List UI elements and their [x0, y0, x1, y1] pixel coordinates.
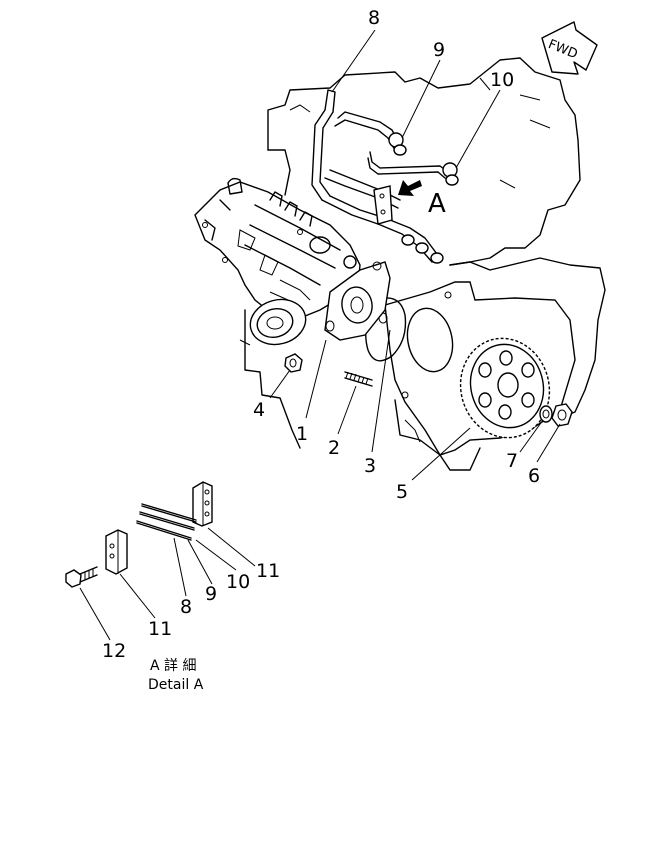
callout-1: 1 — [296, 423, 308, 445]
callout-9: 9 — [433, 39, 445, 61]
detail-callout-10: 10 — [226, 571, 250, 593]
fwd-arrow-icon: FWD — [541, 21, 598, 75]
detail-caption-jp: A 詳 細 — [150, 658, 196, 674]
detail-callout-9: 9 — [205, 583, 217, 605]
nut-4 — [284, 353, 303, 373]
callout-2: 2 — [328, 437, 340, 459]
fwd-label: FWD — [546, 37, 580, 62]
detail-callout-8: 8 — [180, 596, 192, 618]
callout-3: 3 — [364, 455, 376, 477]
callout-8: 8 — [368, 7, 380, 29]
injection-pipes — [311, 89, 459, 264]
view-marker: A — [428, 189, 446, 219]
callout-10: 10 — [490, 69, 514, 91]
detail-callout-12: 12 — [102, 640, 126, 662]
washer-7 — [539, 405, 553, 423]
view-arrow-icon: A — [398, 180, 446, 219]
detail-caption-en: Detail A — [148, 677, 204, 693]
stud-bolt-2 — [344, 371, 373, 387]
injection-pump — [194, 177, 391, 346]
callout-5: 5 — [396, 481, 408, 503]
callout-6: 6 — [528, 465, 540, 487]
leader-lines — [269, 29, 561, 481]
callout-4: 4 — [253, 399, 265, 421]
detail-callout-11-upper: 11 — [256, 560, 280, 582]
detail-a — [65, 481, 256, 641]
detail-callout-11-lower: 11 — [148, 618, 172, 640]
nut-6 — [551, 403, 573, 427]
drive-gear — [459, 337, 551, 439]
callout-7: 7 — [506, 450, 518, 472]
